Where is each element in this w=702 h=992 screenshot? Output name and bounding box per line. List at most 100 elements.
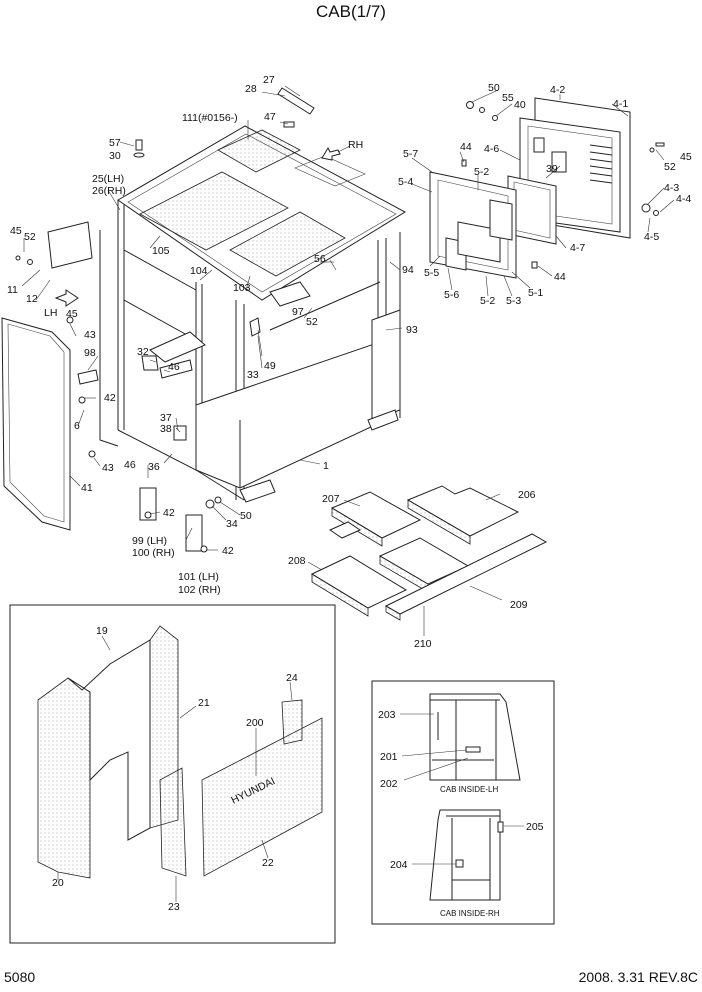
label-5-5: 5-5: [424, 267, 439, 279]
inset-cab-box: [371, 680, 555, 925]
label-50b: 50: [240, 510, 252, 522]
label-37: 37: [160, 412, 172, 424]
label-46b: 46: [124, 459, 136, 471]
roof-pad-105: [139, 171, 289, 251]
cab-inside-rh: [429, 809, 504, 901]
label-101: 101 (LH): [178, 571, 219, 583]
label-4-4: 4-4: [676, 193, 691, 205]
label-33: 33: [247, 369, 259, 381]
label-203: 203: [378, 709, 396, 721]
panel-22: [201, 717, 323, 877]
label-93: 93: [406, 324, 418, 336]
label-45a: 45: [10, 225, 22, 237]
cab-frame: [99, 125, 407, 503]
roof-pad-111: [217, 129, 301, 173]
leader-lines: [21, 85, 675, 902]
label-5-3: 5-3: [506, 295, 521, 307]
label-6: 6: [74, 420, 80, 432]
label-5-6: 5-6: [444, 289, 459, 301]
label-38: 38: [160, 423, 172, 435]
label-rh: RH: [348, 139, 363, 151]
label-19: 19: [96, 625, 108, 637]
label-200: 200: [246, 717, 264, 729]
label-28: 28: [245, 83, 257, 95]
label-5-4: 5-4: [398, 176, 413, 188]
bracket-99: [139, 487, 157, 521]
label-5-2b: 5-2: [480, 295, 495, 307]
label-100: 100 (RH): [132, 547, 175, 559]
label-42b: 42: [163, 507, 175, 519]
label-52b: 52: [306, 316, 318, 328]
label-42a: 42: [104, 392, 116, 404]
label-45b: 45: [66, 308, 78, 320]
page-number: 5080: [4, 969, 35, 985]
inset-panels-box: [9, 604, 336, 944]
label-26: 26(RH): [92, 185, 126, 197]
plate-11: [47, 221, 93, 269]
hardware-parts: [15, 87, 341, 553]
label-102: 102 (RH): [178, 584, 221, 596]
label-43a: 43: [84, 329, 96, 341]
label-104: 104: [190, 265, 208, 277]
label-4-5: 4-5: [644, 231, 659, 243]
label-44a: 44: [460, 141, 472, 153]
label-206: 206: [518, 489, 536, 501]
label-5-1: 5-1: [528, 287, 543, 299]
panel-20: [37, 677, 91, 879]
label-32: 32: [137, 346, 149, 358]
label-44b: 44: [554, 271, 566, 283]
label-49: 49: [264, 360, 276, 372]
label-52c: 52: [664, 161, 676, 173]
label-56: 56: [314, 253, 326, 265]
label-47: 47: [264, 111, 276, 123]
label-97: 97: [292, 306, 304, 318]
part-labels: 27 28 47 111(#0156-) 57 30 RH 25(LH) 26(…: [7, 74, 692, 918]
label-40: 40: [514, 99, 526, 111]
cab-inside-lh: [429, 693, 521, 781]
label-4-3: 4-3: [664, 182, 679, 194]
label-27: 27: [263, 74, 275, 86]
label-201: 201: [380, 751, 398, 763]
label-55: 55: [502, 92, 514, 104]
label-36: 36: [148, 461, 160, 473]
label-20: 20: [52, 877, 64, 889]
label-22: 22: [262, 857, 274, 869]
label-30: 30: [109, 150, 121, 162]
label-209: 209: [510, 599, 528, 611]
caption-cab-inside-rh: CAB INSIDE-RH: [440, 909, 500, 918]
label-12: 12: [26, 293, 38, 305]
label-41: 41: [81, 482, 93, 494]
label-45c: 45: [680, 151, 692, 163]
label-34: 34: [226, 518, 238, 530]
label-4-1: 4-1: [613, 98, 628, 110]
panel-23: [159, 767, 187, 877]
label-11: 11: [7, 284, 18, 296]
label-210: 210: [414, 638, 432, 650]
label-50a: 50: [488, 82, 500, 94]
label-39: 39: [546, 163, 558, 175]
label-205: 205: [526, 821, 544, 833]
page-title: CAB(1/7): [316, 2, 386, 21]
label-57: 57: [109, 137, 121, 149]
label-52a: 52: [24, 231, 36, 243]
handle-27: [277, 87, 315, 115]
panel-24: [281, 699, 303, 745]
label-25: 25(LH): [92, 173, 124, 185]
label-42c: 42: [222, 545, 234, 557]
label-105: 105: [152, 245, 170, 257]
door-glass-41: [1, 317, 71, 531]
label-98: 98: [84, 347, 96, 359]
label-5-7: 5-7: [403, 148, 418, 160]
label-208: 208: [288, 555, 306, 567]
interior-panels: [37, 625, 323, 879]
label-43b: 43: [102, 462, 114, 474]
label-4-7: 4-7: [570, 242, 585, 254]
label-21: 21: [198, 697, 210, 709]
label-24: 24: [286, 672, 298, 684]
label-111: 111(#0156-): [182, 112, 238, 124]
label-207: 207: [322, 493, 340, 505]
label-103: 103: [233, 282, 251, 294]
label-99: 99 (LH): [132, 535, 167, 547]
label-5-2a: 5-2: [474, 166, 489, 178]
